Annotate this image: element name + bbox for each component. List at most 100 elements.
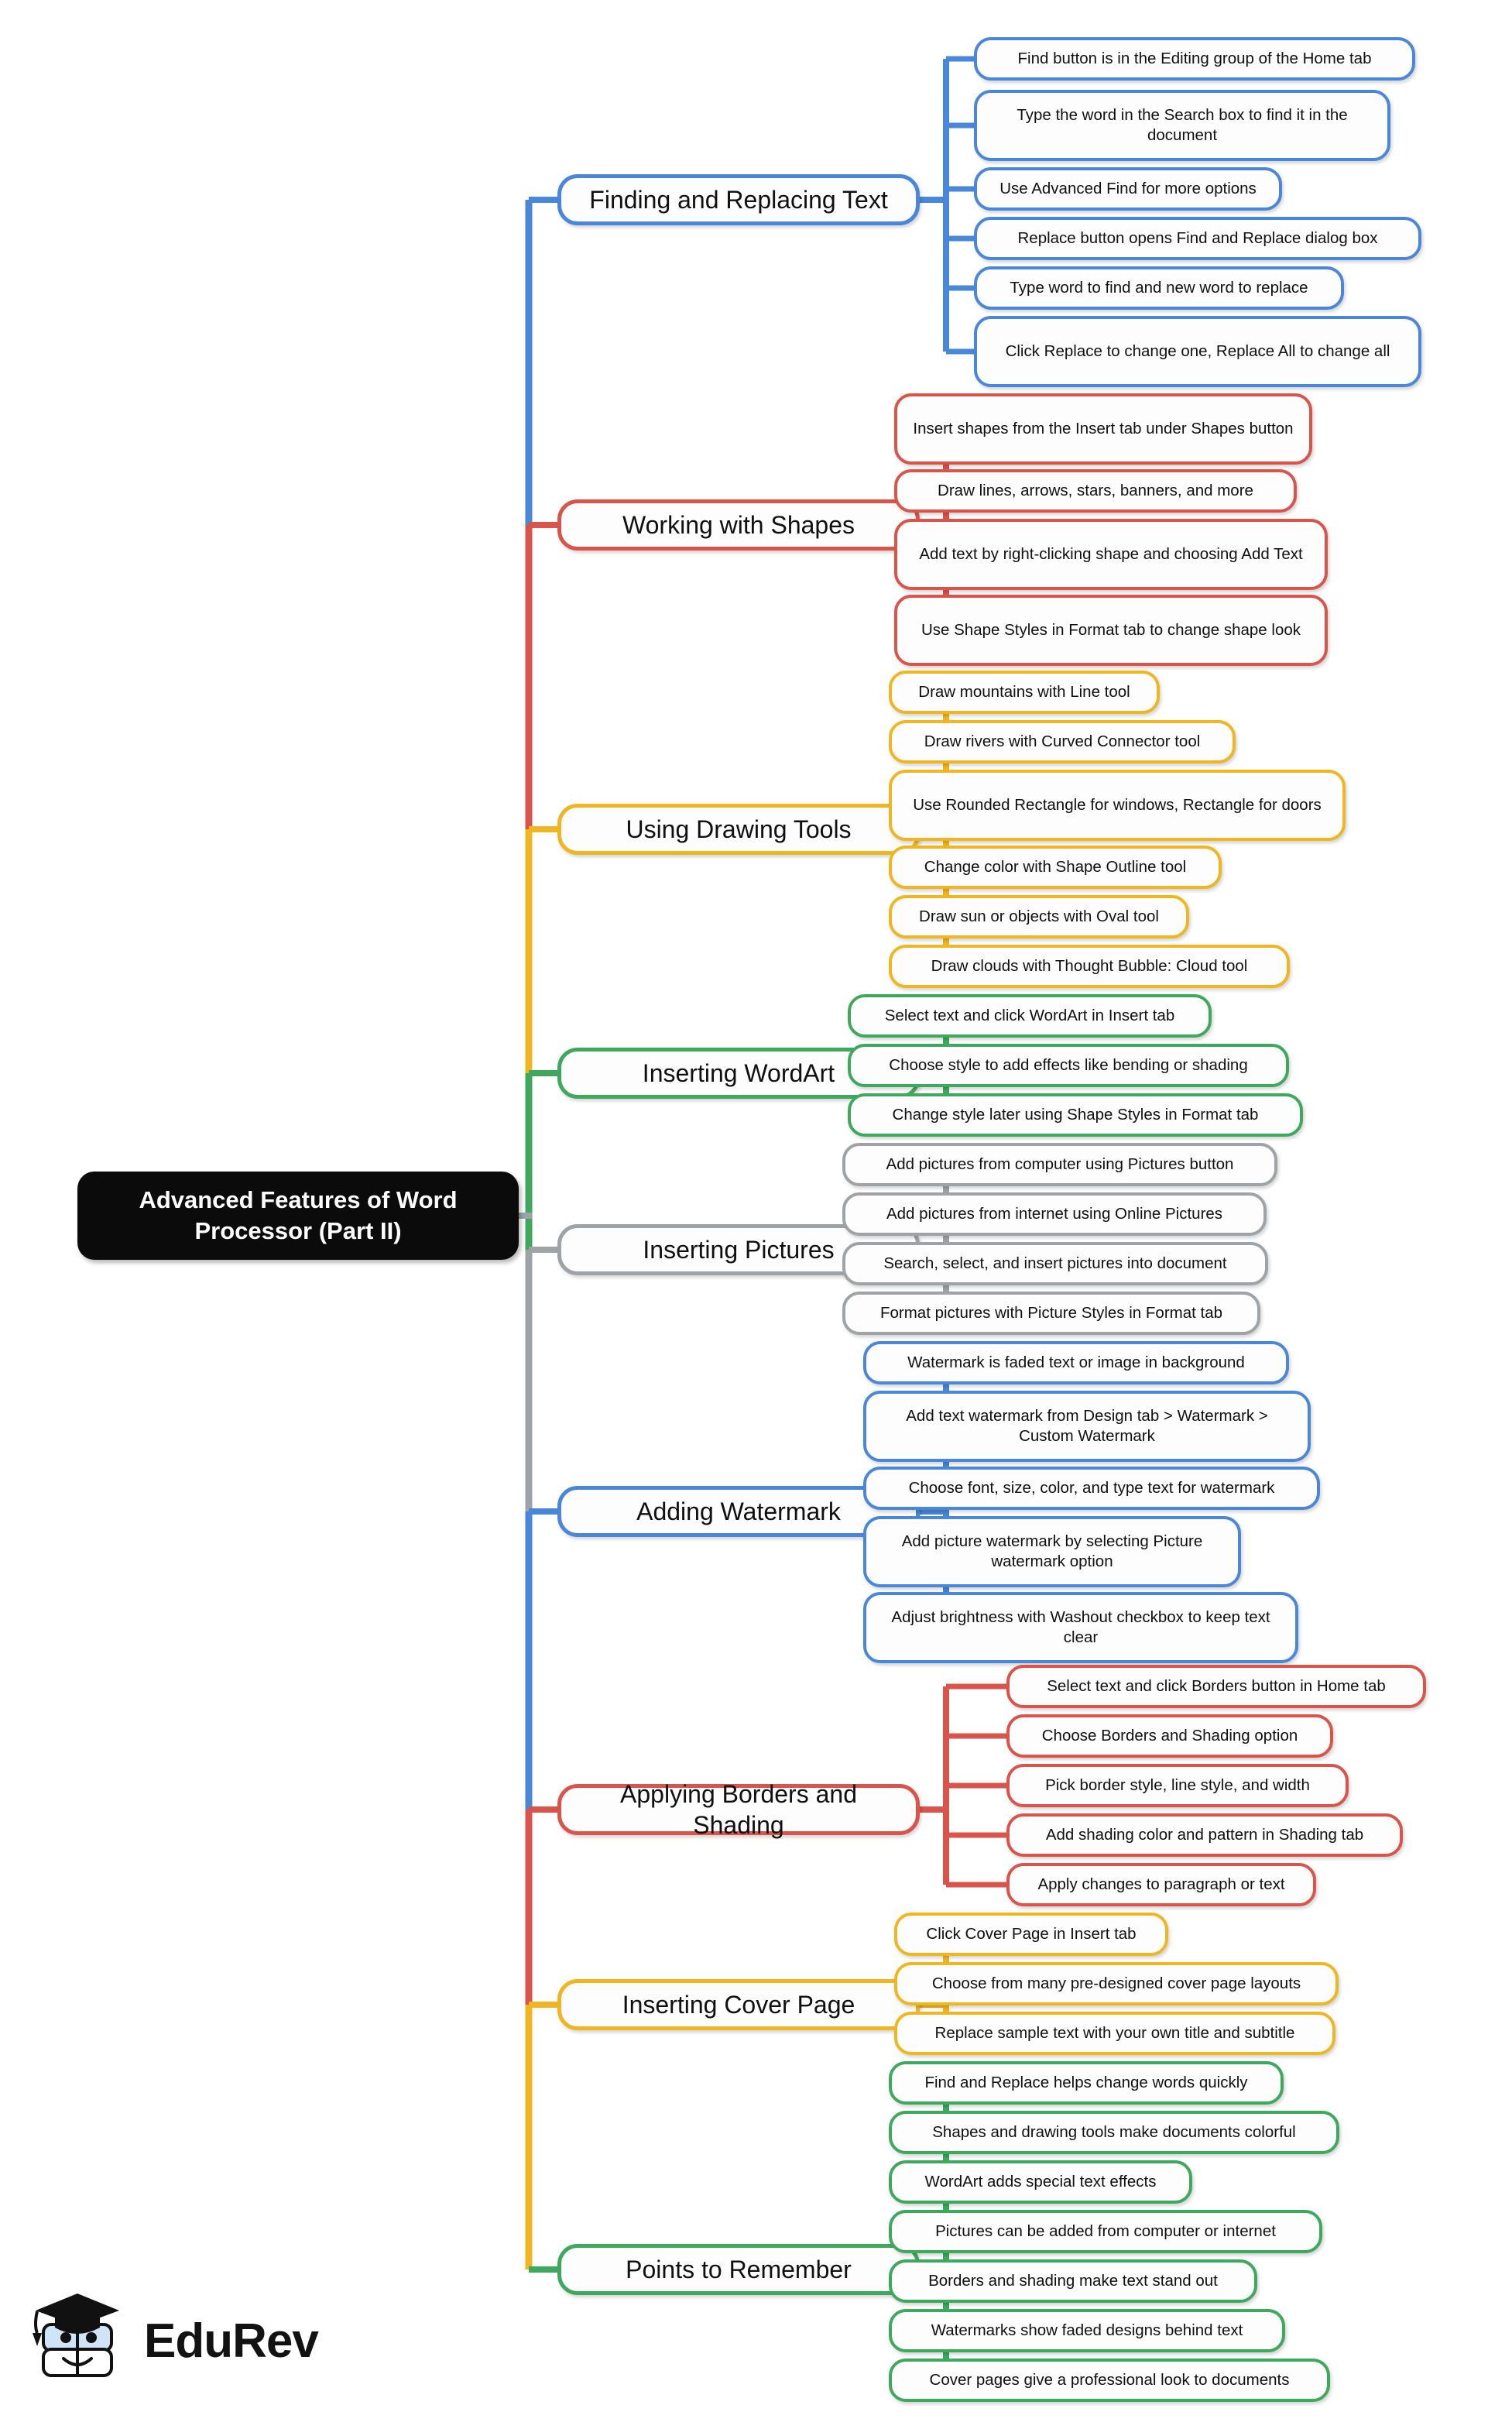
leaf-label: Add shading color and pattern in Shading… (1045, 1826, 1364, 1844)
leaf-node[interactable]: Select text and click WordArt in Insert … (848, 994, 1212, 1038)
leaf-node[interactable]: Choose from many pre-designed cover page… (894, 1962, 1339, 2005)
leaf-node[interactable]: Adjust brightness with Washout checkbox … (863, 1592, 1298, 1663)
leaf-node[interactable]: Format pictures with Picture Styles in F… (842, 1292, 1260, 1335)
leaf-node[interactable]: Apply changes to paragraph or text (1006, 1863, 1316, 1906)
leaf-label: Change style later using Shape Styles in… (892, 1106, 1259, 1124)
leaf-label: Select text and click Borders button in … (1047, 1677, 1386, 1696)
branch-node-6[interactable]: Adding Watermark (557, 1486, 920, 1537)
leaf-node[interactable]: Type word to find and new word to replac… (974, 266, 1344, 310)
leaf-node[interactable]: Add shading color and pattern in Shading… (1006, 1813, 1403, 1857)
leaf-node[interactable]: Watermarks show faded designs behind tex… (889, 2309, 1285, 2352)
leaf-node[interactable]: Click Cover Page in Insert tab (894, 1913, 1168, 1956)
leaf-label: Click Cover Page in Insert tab (926, 1925, 1137, 1944)
leaf-label: Choose font, size, color, and type text … (908, 1479, 1275, 1498)
leaf-node[interactable]: Draw rivers with Curved Connector tool (889, 720, 1236, 763)
leaf-label: Add pictures from computer using Picture… (886, 1155, 1234, 1174)
leaf-label: Adjust brightness with Washout checkbox … (891, 1608, 1270, 1646)
branch-label: Adding Watermark (636, 1498, 841, 1525)
leaf-node[interactable]: Draw lines, arrows, stars, banners, and … (894, 469, 1297, 513)
leaf-label: Use Shape Styles in Format tab to change… (921, 621, 1301, 640)
leaf-node[interactable]: Insert shapes from the Insert tab under … (894, 393, 1312, 465)
branch-node-1[interactable]: Finding and Replacing Text (557, 174, 920, 225)
branch-label: Applying Borders and Shading (620, 1780, 857, 1839)
leaf-node[interactable]: Draw sun or objects with Oval tool (889, 895, 1189, 938)
leaf-node[interactable]: Draw mountains with Line tool (889, 671, 1160, 714)
leaf-node[interactable]: Choose Borders and Shading option (1006, 1714, 1333, 1758)
leaf-label: Pictures can be added from computer or i… (935, 2222, 1276, 2241)
leaf-node[interactable]: Find button is in the Editing group of t… (974, 37, 1415, 81)
root-title: Advanced Features of Word Processor (Par… (139, 1186, 458, 1244)
leaf-node[interactable]: Pick border style, line style, and width (1006, 1764, 1349, 1807)
leaf-node[interactable]: Use Advanced Find for more options (974, 167, 1282, 211)
leaf-node[interactable]: Click Replace to change one, Replace All… (974, 316, 1421, 387)
leaf-label: Choose from many pre-designed cover page… (931, 1974, 1301, 1993)
leaf-node[interactable]: WordArt adds special text effects (889, 2160, 1192, 2204)
leaf-node[interactable]: Pictures can be added from computer or i… (889, 2210, 1322, 2253)
leaf-label: Shapes and drawing tools make documents … (932, 2123, 1296, 2142)
edurev-logo: EduRev (29, 2276, 319, 2408)
leaf-label: Draw clouds with Thought Bubble: Cloud t… (931, 957, 1248, 976)
leaf-node[interactable]: Add text by right-clicking shape and cho… (894, 519, 1328, 590)
leaf-label: Use Rounded Rectangle for windows, Recta… (913, 796, 1322, 815)
leaf-label: Cover pages give a professional look to … (929, 2371, 1290, 2390)
branch-label: Using Drawing Tools (626, 815, 852, 843)
leaf-node[interactable]: Find and Replace helps change words quic… (889, 2061, 1284, 2105)
branch-node-8[interactable]: Inserting Cover Page (557, 1979, 920, 2030)
leaf-node[interactable]: Add pictures from computer using Picture… (842, 1143, 1277, 1186)
leaf-node[interactable]: Choose font, size, color, and type text … (863, 1467, 1320, 1510)
leaf-node[interactable]: Select text and click Borders button in … (1006, 1665, 1426, 1708)
leaf-label: Use Advanced Find for more options (999, 180, 1257, 198)
leaf-label: Draw sun or objects with Oval tool (919, 907, 1159, 926)
branch-label: Finding and Replacing Text (589, 186, 888, 214)
leaf-node[interactable]: Use Rounded Rectangle for windows, Recta… (889, 770, 1346, 841)
leaf-label: Watermark is faded text or image in back… (907, 1353, 1245, 1372)
leaf-label: Change color with Shape Outline tool (924, 858, 1187, 877)
leaf-label: Draw rivers with Curved Connector tool (924, 732, 1201, 751)
leaf-label: Select text and click WordArt in Insert … (884, 1007, 1175, 1025)
leaf-node[interactable]: Add picture watermark by selecting Pictu… (863, 1516, 1241, 1587)
leaf-label: Choose Borders and Shading option (1041, 1727, 1298, 1745)
leaf-node[interactable]: Replace button opens Find and Replace di… (974, 217, 1421, 260)
leaf-node[interactable]: Cover pages give a professional look to … (889, 2359, 1330, 2402)
leaf-label: Find button is in the Editing group of t… (1017, 50, 1372, 68)
leaf-label: Find and Replace helps change words quic… (924, 2074, 1248, 2092)
branch-label: Inserting WordArt (642, 1059, 835, 1087)
branch-node-2[interactable]: Working with Shapes (557, 499, 920, 551)
leaf-node[interactable]: Change color with Shape Outline tool (889, 846, 1222, 889)
leaf-node[interactable]: Add pictures from internet using Online … (842, 1192, 1267, 1236)
leaf-label: Apply changes to paragraph or text (1037, 1875, 1285, 1894)
branch-label: Points to Remember (626, 2256, 852, 2283)
leaf-label: Add picture watermark by selecting Pictu… (901, 1532, 1203, 1570)
leaf-label: Search, select, and insert pictures into… (883, 1254, 1227, 1273)
graduation-cap-book-mascot-icon (33, 2293, 119, 2377)
leaf-node[interactable]: Search, select, and insert pictures into… (842, 1242, 1268, 1285)
leaf-label: Replace sample text with your own title … (934, 2024, 1295, 2043)
leaf-label: Type the word in the Search box to find … (1017, 106, 1348, 144)
leaf-node[interactable]: Watermark is faded text or image in back… (863, 1341, 1289, 1384)
branch-node-4[interactable]: Inserting WordArt (557, 1048, 920, 1099)
leaf-node[interactable]: Add text watermark from Design tab > Wat… (863, 1391, 1311, 1462)
branch-node-9[interactable]: Points to Remember (557, 2244, 920, 2295)
leaf-label: Draw mountains with Line tool (918, 683, 1130, 702)
leaf-label: WordArt adds special text effects (924, 2173, 1157, 2191)
leaf-label: Choose style to add effects like bending… (889, 1056, 1248, 1075)
leaf-label: Watermarks show faded designs behind tex… (931, 2321, 1243, 2340)
leaf-node[interactable]: Type the word in the Search box to find … (974, 90, 1390, 161)
leaf-node[interactable]: Shapes and drawing tools make documents … (889, 2111, 1339, 2154)
leaf-node[interactable]: Choose style to add effects like bending… (848, 1044, 1289, 1087)
branch-node-3[interactable]: Using Drawing Tools (557, 804, 920, 855)
branch-node-7[interactable]: Applying Borders and Shading (557, 1780, 920, 1839)
leaf-label: Format pictures with Picture Styles in F… (879, 1304, 1223, 1323)
leaf-label: Click Replace to change one, Replace All… (1005, 342, 1390, 361)
leaf-node[interactable]: Change style later using Shape Styles in… (848, 1093, 1303, 1137)
root-node[interactable]: Advanced Features of Word Processor (Par… (77, 1172, 519, 1260)
leaf-node[interactable]: Borders and shading make text stand out (889, 2259, 1257, 2303)
branch-label: Inserting Cover Page (622, 1991, 855, 2019)
leaf-node[interactable]: Draw clouds with Thought Bubble: Cloud t… (889, 945, 1290, 988)
edurev-wordmark: EduRev (144, 2314, 319, 2368)
leaf-node[interactable]: Replace sample text with your own title … (894, 2012, 1335, 2055)
leaf-node[interactable]: Use Shape Styles in Format tab to change… (894, 595, 1328, 666)
branch-label: Inserting Pictures (643, 1236, 835, 1264)
branch-label: Working with Shapes (622, 511, 855, 539)
